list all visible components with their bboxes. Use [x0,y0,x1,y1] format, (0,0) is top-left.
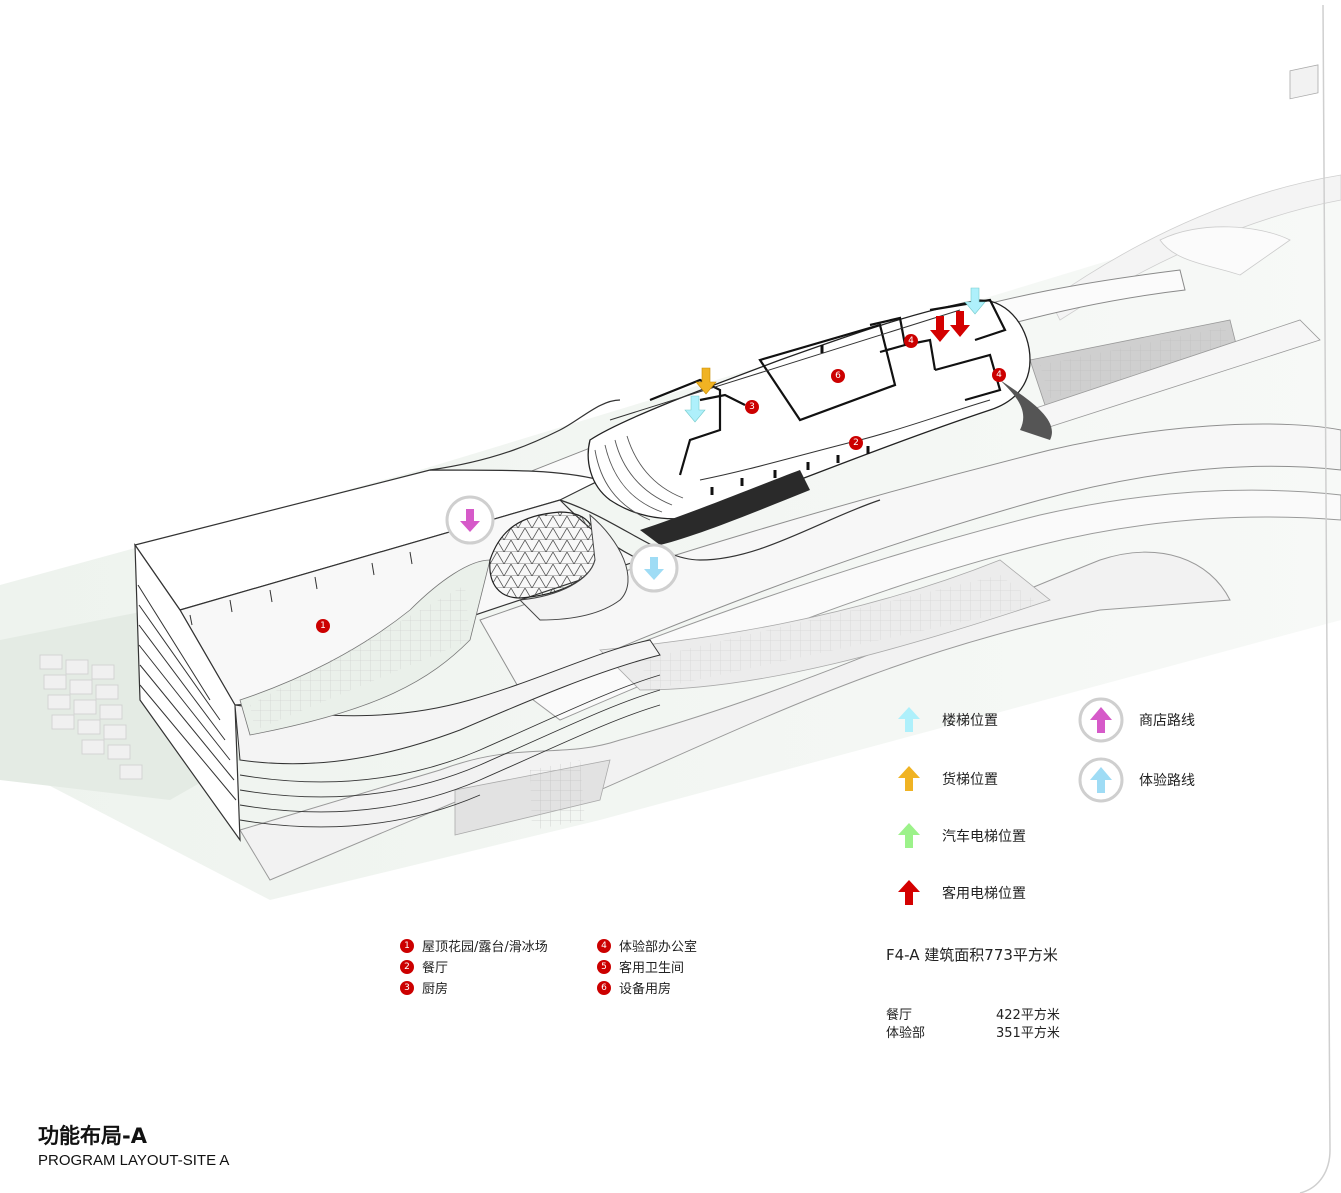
page-title-en: PROGRAM LAYOUT-SITE A [38,1152,230,1169]
key-num-4: 4 [597,938,611,953]
arrow-up-icon [898,880,920,905]
legend-passenger-elevator: 客用电梯位置 [896,879,1026,907]
legend-freight: 货梯位置 [896,765,998,793]
plan-label-3: 3 [745,400,759,414]
key-num-1: 1 [400,938,414,953]
plan-label-4a: 4 [904,334,918,348]
parking-blocks [39,654,143,780]
key-label-3: 厨房 [422,982,449,997]
key-item-1: 1 屋顶花园/露台/滑冰场 [400,936,548,955]
key-num-3: 3 [400,980,414,995]
legend-car-elevator-label: 汽车电梯位置 [942,829,1026,845]
arrow-up-circle-icon [1078,697,1124,743]
experience-route-marker [629,543,679,593]
key-item-5: 5 客用卫生间 [597,957,684,976]
legend-experience-route-label: 体验路线 [1139,773,1195,789]
key-num-6: 6 [597,980,611,995]
key-item-2: 2 餐厅 [400,957,448,976]
plan-stair-arrow-2 [964,287,986,315]
page-title-cn: 功能布局-A [38,1124,147,1148]
plan-label-2: 2 [849,436,863,450]
key-num-5: 5 [597,959,611,974]
legend-stair: 楼梯位置 [896,706,998,734]
key-item-6: 6 设备用房 [597,978,671,997]
area-heading: F4-A 建筑面积773平方米 [886,946,1058,964]
area-row-restaurant-name: 餐厅 [886,1008,913,1023]
plan-label-6: 6 [831,369,845,383]
legend-car-elevator: 汽车电梯位置 [896,822,1026,850]
upper-platform [587,299,1031,520]
key-label-6: 设备用房 [619,982,672,997]
key-num-2: 2 [400,959,414,974]
legend-shop-route-label: 商店路线 [1139,713,1195,729]
plan-label-4b: 4 [992,368,1006,382]
legend-passenger-elevator-label: 客用电梯位置 [942,886,1026,902]
main-block-front [234,639,661,765]
arrow-up-icon [898,707,920,732]
plan-elevator-arrows [930,311,970,342]
plan-stair-arrow [684,395,706,423]
key-item-4: 4 体验部办公室 [597,936,697,955]
main-block-side [134,542,241,842]
key-label-4: 体验部办公室 [619,940,698,955]
arrow-up-icon [898,823,920,848]
plan-freight-arrow [695,367,717,395]
base-podium [239,551,1231,881]
key-item-3: 3 厨房 [400,978,448,997]
arrow-up-icon [898,766,920,791]
plan-label-1: 1 [316,619,330,633]
key-label-5: 客用卫生间 [619,961,685,976]
legend-freight-label: 货梯位置 [942,772,998,788]
legend-stair-label: 楼梯位置 [942,713,998,729]
key-label-1: 屋顶花园/露台/滑冰场 [422,940,548,955]
area-row-restaurant-value: 422平方米 [996,1008,1060,1023]
legend-shop-route: 商店路线 [1077,696,1195,744]
legend-experience-route: 体验路线 [1077,756,1195,804]
arrow-up-circle-icon [1078,757,1124,803]
shop-route-marker [445,495,495,545]
key-label-2: 餐厅 [422,961,449,976]
area-row-experience-value: 351平方米 [996,1026,1060,1041]
area-row-experience-name: 体验部 [886,1026,926,1041]
